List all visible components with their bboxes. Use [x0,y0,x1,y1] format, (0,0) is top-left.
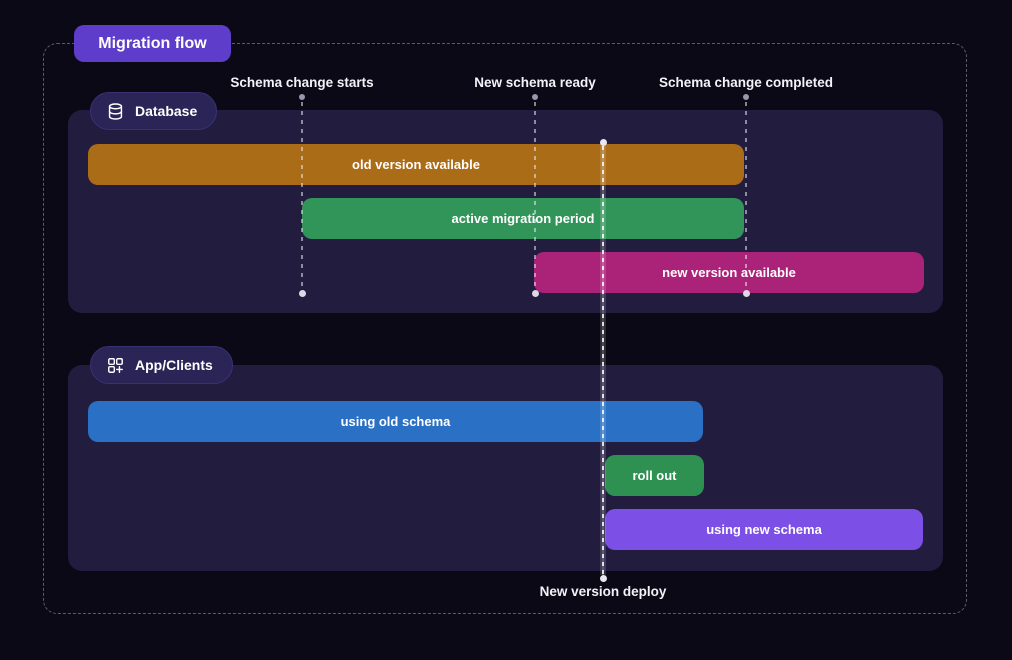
deploy-dashed-line [602,146,604,575]
diagram-title: Migration flow [98,34,207,52]
apps-plus-icon [106,356,125,375]
milestone-dashed-line [745,102,747,292]
bar-label: active migration period [451,211,595,226]
deploy-dot-bottom [599,575,607,582]
milestone-dot-top [532,94,538,100]
bar-using-new-schema: using new schema [605,509,923,550]
milestone-label: Schema change completed [658,75,834,90]
bar-label: new version available [662,265,796,280]
milestone-dot-top [299,94,305,100]
milestone-dashed-line [301,102,303,292]
deploy-dot-top [599,139,607,146]
deploy-label: New version deploy [539,584,667,599]
milestone-dot-top [743,94,749,100]
dashed-frame [43,43,967,614]
bar-label: old version available [352,157,480,172]
database-lane-label: Database [135,103,198,119]
bar-label: using old schema [340,414,451,429]
database-lane-badge: Database [90,92,218,130]
milestone-label: New schema ready [474,75,596,90]
bar-new-version-available: new version available [534,252,924,293]
milestone-dot-bottom [298,290,306,297]
bar-label: roll out [632,468,677,483]
bar-roll-out: roll out [605,455,704,496]
bar-old-version-available: old version available [88,144,744,185]
diagram-title-badge: Migration flow [74,25,231,62]
app-clients-lane-label: App/Clients [135,357,213,373]
database-icon [106,102,125,121]
bar-using-old-schema: using old schema [88,401,703,442]
milestone-dot-bottom [531,290,539,297]
milestone-dot-bottom [742,290,750,297]
bar-label: using new schema [706,522,822,537]
app-clients-lane-badge: App/Clients [90,346,233,384]
milestone-label: Schema change starts [230,75,374,90]
milestone-dashed-line [534,102,536,292]
bar-active-migration-period: active migration period [302,198,744,239]
